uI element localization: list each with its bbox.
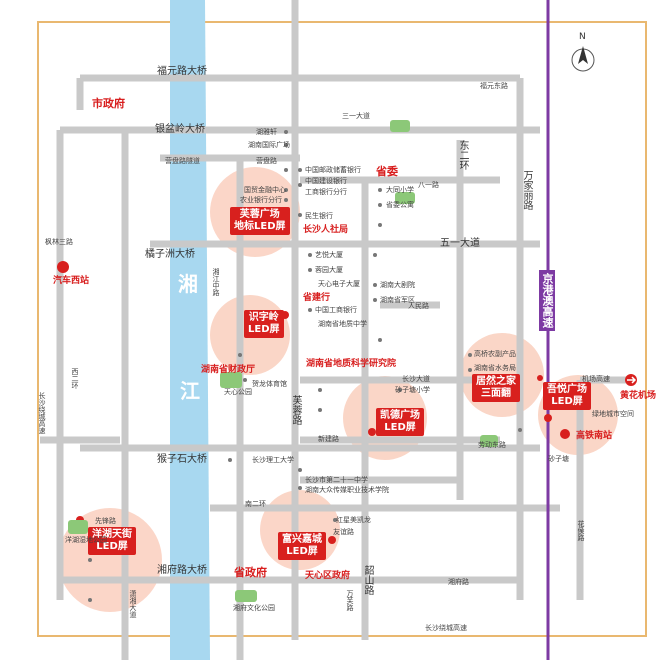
road-wanfang: 万芙路 — [346, 590, 354, 611]
compass-icon — [571, 46, 595, 72]
road-jichang: 机场高速 — [582, 375, 610, 383]
river-char-1: 湘 — [178, 272, 198, 296]
road-wuyi: 五一大道 — [440, 238, 480, 249]
road-youyi: 友谊路 — [333, 528, 354, 536]
poi-label: 高桥农副产品 — [474, 350, 516, 358]
poi-label: 湖南大剧院 — [380, 281, 415, 289]
road-nan-er: 南二环 — [245, 500, 266, 508]
road-ring-west: 长沙绕城高速 — [38, 392, 46, 434]
poi-label: 天心公园 — [224, 388, 252, 396]
led-fuxing[interactable]: 富兴嘉城 LED屏 — [278, 532, 326, 560]
led-juranzj[interactable]: 居然之家 三面翻 — [472, 374, 520, 402]
poi-label: 大同小学 — [386, 186, 414, 194]
park-icons — [68, 120, 498, 602]
place-hsr-south[interactable]: 高铁南站 — [576, 431, 613, 441]
road-fuyuan-east: 福元东路 — [480, 82, 508, 90]
road-fuyuan-bridge: 福元路大桥 — [157, 66, 207, 77]
poi-label: 农业银行分行 — [240, 196, 282, 204]
road-juzizhou-bridge: 橘子洲大桥 — [145, 249, 195, 260]
road-xiangfu: 湘府路 — [448, 578, 469, 586]
road-xiangfu-bridge: 湘府路大桥 — [157, 565, 207, 576]
poi-label: 湖南国际广场 — [248, 141, 290, 149]
poi-label: 长沙理工大学 — [252, 456, 294, 464]
jingang-expressway-badge: 京港澳高速 — [539, 270, 555, 331]
place-bus-west[interactable]: 汽车西站 — [53, 276, 90, 286]
road-yingpan: 营盘路 — [256, 157, 277, 165]
road-bayi: 八一路 — [418, 181, 439, 189]
poi-label: 砂子塘 — [548, 455, 569, 463]
place-people-society[interactable]: 长沙人社局 — [303, 225, 349, 235]
road-wanjiali: 万家丽路 — [521, 170, 532, 210]
road-laodong: 劳动东路 — [478, 441, 506, 449]
place-huanghua[interactable]: 黄花机场 — [620, 391, 657, 401]
road-ring-south: 长沙绕城高速 — [425, 624, 467, 632]
road-shaoshan: 韶山路 — [362, 565, 373, 595]
poi-dots — [88, 130, 577, 602]
poi-label: 红星美凯龙 — [336, 516, 371, 524]
poi-label: 贺龙体育馆 — [252, 380, 287, 388]
poi-label: 省委公寓 — [386, 201, 414, 209]
led-shiziling[interactable]: 识字岭 LED屏 — [244, 310, 284, 338]
poi-label: 中国邮政储蓄银行 — [305, 166, 361, 174]
poi-label: 湖南省地质中学 — [318, 320, 367, 328]
poi-label: 洋湖湿地公园 — [65, 536, 107, 544]
poi-label: 湖南省军区 — [380, 296, 415, 304]
road-xiangjiang-middle: 湘江中路 — [212, 268, 220, 296]
xiang-river — [170, 0, 210, 660]
place-tianxin[interactable]: 天心区政府 — [305, 571, 351, 581]
led-furong-square[interactable]: 芙蓉广场 地标LED屏 — [230, 207, 290, 235]
poi-label: 湖南省水务局 — [474, 364, 516, 372]
led-yanghu[interactable]: 洋湖天街 LED屏 — [88, 527, 136, 555]
place-geology[interactable]: 湖南省地质科学研究院 — [306, 359, 397, 369]
poi-label: 中国工商银行 — [315, 306, 357, 314]
road-xinjian: 新建路 — [318, 435, 339, 443]
road-yingpan-tunnel: 营盘路隧道 — [165, 157, 200, 165]
poi-label: 工商银行分行 — [305, 188, 347, 196]
road-dongerhuan: 东二环 — [457, 140, 468, 170]
road-renmin: 人民路 — [408, 302, 429, 310]
road-yinpenling-bridge: 银盆岭大桥 — [155, 124, 205, 135]
road-furong: 芙蓉路 — [290, 395, 301, 425]
poi-label: 蓉园大厦 — [315, 266, 343, 274]
road-qianjin: 潇湘大道 — [129, 590, 137, 618]
poi-label: 绿地城市空间 — [592, 410, 634, 418]
road-sanyi: 三一大道 — [342, 112, 370, 120]
road-huaihua: 花侯路 — [577, 520, 585, 541]
airport-arrow-icon — [625, 374, 637, 386]
poi-label: 湖南大众传媒职业技术学院 — [305, 486, 389, 494]
ring-expressway — [37, 21, 647, 637]
road-xianfeng: 先锋路 — [95, 517, 116, 525]
road-xierhuan: 西二环 — [71, 368, 79, 389]
poi-label: 国贸金融中心 — [244, 186, 286, 194]
led-wuyue[interactable]: 吾悦广场 LED屏 — [543, 382, 591, 410]
poi-label: 湖雅轩 — [256, 128, 277, 136]
place-provincial-gov[interactable]: 省政府 — [234, 566, 267, 579]
place-hunan-finance[interactable]: 湖南省财政厅 — [201, 365, 256, 375]
place-city-gov[interactable]: 市政府 — [92, 97, 125, 110]
led-kaide[interactable]: 凯德广场 LED屏 — [376, 408, 424, 436]
place-construction[interactable]: 省建行 — [303, 293, 331, 303]
poi-label: 湘府文化公园 — [233, 604, 275, 612]
poi-label: 天心电子大厦 — [318, 280, 360, 288]
road-changsha-ave: 长沙大道 — [402, 375, 430, 383]
road-fengling: 枫林三路 — [45, 238, 73, 246]
compass-label: N — [579, 32, 586, 42]
poi-label: 砂子塘小学 — [395, 386, 430, 394]
place-provincial-committee[interactable]: 省委 — [376, 165, 398, 178]
poi-label: 民生银行 — [305, 212, 333, 220]
poi-label: 中国建设银行 — [305, 177, 347, 185]
road-houzishi-bridge: 猴子石大桥 — [157, 454, 207, 465]
poi-label: 长沙市第二十一中学 — [305, 476, 368, 484]
river-char-2: 江 — [180, 379, 200, 403]
poi-label: 艺悦大厦 — [315, 251, 343, 259]
